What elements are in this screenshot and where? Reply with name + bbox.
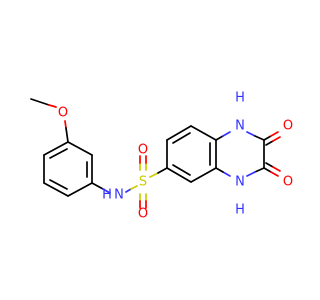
bond-phenyl-inner-3 — [49, 148, 68, 159]
bond-co-bottom-a — [263, 167, 272, 173]
sulfonamide-hydrogen-label: H — [102, 188, 112, 203]
bond-benzo-5 — [190, 167, 217, 183]
bond-n-s-blue — [125, 188, 132, 193]
bond-n-s-yellow — [130, 185, 138, 190]
bond-carbonyl-n-bottom — [254, 167, 265, 173]
sulfonyl-oxygen-bottom-label: O — [138, 207, 148, 222]
bond-co-bottom-red-b — [272, 166, 281, 172]
bond-ring-n-bottom — [215, 167, 224, 173]
bond-aryl-nh — [91, 182, 104, 190]
bond-o-aryl-red — [64, 120, 67, 129]
ring-nitrogen-top-label: N — [235, 119, 245, 134]
bond-aryl-nh-blue — [102, 188, 111, 194]
bond-n-carbonyl-top-blue — [246, 131, 256, 137]
bond-co-top-b — [265, 140, 274, 146]
ring-hydrogen-top-label: H — [235, 91, 245, 106]
bond-phenyl-inner-2 — [49, 179, 68, 190]
bond-co-bottom-red-a — [270, 171, 279, 177]
bond-phenyl-3 — [67, 182, 93, 197]
carbonyl-oxygen-bottom-label: O — [283, 175, 293, 190]
bond-benzo-2 — [166, 125, 192, 141]
bond-s-aryl-yellow — [149, 172, 159, 178]
bond-benzo-6 — [166, 167, 192, 183]
bond-benzo-inner-1 — [172, 132, 191, 144]
bond-benzo-inner-3 — [172, 164, 191, 176]
ring-nitrogen-bottom-label: N — [235, 175, 245, 190]
bond-co-top-red-a — [270, 131, 279, 137]
bond-methyl-o — [30, 98, 50, 106]
bond-s-aryl — [157, 167, 168, 174]
bond-ring-n-bottom-blue — [222, 171, 231, 177]
bond-methyl-o-red — [48, 104, 57, 108]
bond-phenyl-6 — [43, 141, 69, 156]
carbonyl-oxygen-top-label: O — [283, 119, 293, 134]
bond-n-carbonyl-top — [254, 135, 265, 141]
bond-o-aryl — [65, 127, 69, 143]
bond-carbonyl-n-bottom-blue — [246, 171, 256, 177]
bond-phenyl-4 — [43, 182, 69, 197]
molecule-structure: O N H S O O N H N H O O — [30, 91, 293, 222]
ring-hydrogen-bottom-label: H — [235, 203, 245, 218]
sulfur-label: S — [139, 175, 147, 190]
methoxy-oxygen-label: O — [58, 106, 68, 121]
sulfonyl-oxygen-top-label: O — [138, 143, 148, 158]
bond-co-top-a — [263, 135, 272, 141]
bond-co-top-red-b — [272, 136, 281, 142]
bond-phenyl-1 — [67, 141, 93, 156]
bond-ring-n-top — [215, 135, 224, 141]
bond-benzo-3 — [190, 125, 217, 141]
bond-ring-n-top-blue — [222, 131, 231, 137]
bond-co-bottom-b — [265, 162, 274, 168]
sulfonamide-nitrogen-label: N — [114, 188, 124, 203]
